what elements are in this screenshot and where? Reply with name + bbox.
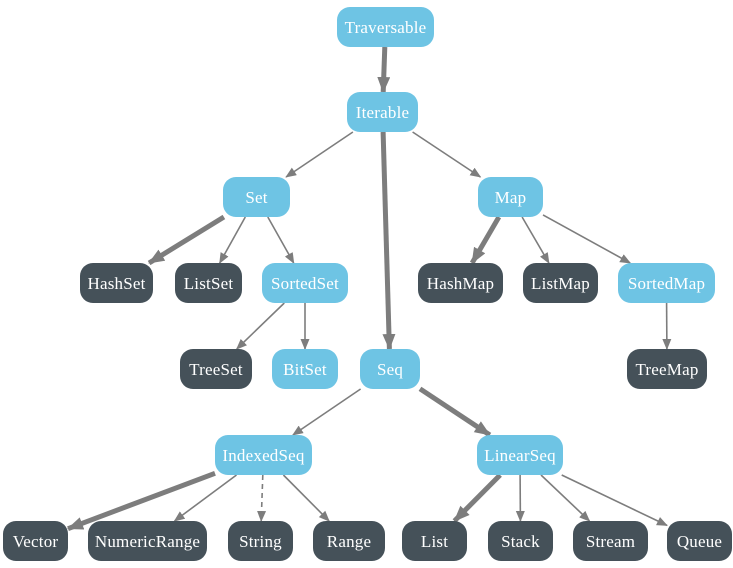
edge-iterable-map xyxy=(412,131,482,178)
edge-indexedseq-range xyxy=(282,474,330,522)
node-numericrange: NumericRange xyxy=(88,521,207,561)
node-set: Set xyxy=(223,177,290,217)
node-sortedmap: SortedMap xyxy=(618,263,715,303)
node-list: List xyxy=(402,521,467,561)
edge-linearseq-queue xyxy=(561,474,668,527)
node-queue: Queue xyxy=(667,521,732,561)
node-string: String xyxy=(228,521,293,561)
edge-iterable-set xyxy=(285,131,354,178)
node-sortedset: SortedSet xyxy=(262,263,348,303)
node-stack: Stack xyxy=(488,521,553,561)
node-range: Range xyxy=(313,521,385,561)
edge-indexedseq-numericrange xyxy=(173,474,237,522)
node-stream: Stream xyxy=(573,521,648,561)
node-treemap: TreeMap xyxy=(627,349,707,389)
node-traversable: Traversable xyxy=(337,7,434,47)
edge-iterable-seq xyxy=(380,131,396,350)
node-listset: ListSet xyxy=(175,263,242,303)
node-bitset: BitSet xyxy=(272,349,338,389)
node-listmap: ListMap xyxy=(523,263,598,303)
edge-sortedset-treeset xyxy=(235,302,285,350)
node-map: Map xyxy=(478,177,543,217)
edge-traversable-iterable xyxy=(377,46,391,93)
edge-map-hashmap xyxy=(469,215,502,265)
node-linearseq: LinearSeq xyxy=(477,435,563,475)
edge-indexedseq-string xyxy=(257,474,267,522)
edge-map-sortedmap xyxy=(542,214,632,264)
node-seq: Seq xyxy=(360,349,420,389)
node-hashset: HashSet xyxy=(80,263,153,303)
edge-linearseq-stream xyxy=(540,474,591,522)
edge-seq-linearseq xyxy=(418,386,492,438)
node-treeset: TreeSet xyxy=(180,349,252,389)
edge-set-listset xyxy=(219,216,246,264)
node-vector: Vector xyxy=(3,521,68,561)
edge-set-hashset xyxy=(147,214,226,266)
edge-set-sortedset xyxy=(267,216,295,264)
node-iterable: Iterable xyxy=(347,92,418,132)
edge-indexedseq-vector xyxy=(67,470,216,532)
edge-seq-indexedseq xyxy=(292,388,362,436)
edge-linearseq-list xyxy=(452,473,502,523)
node-hashmap: HashMap xyxy=(418,263,503,303)
node-indexedseq: IndexedSeq xyxy=(215,435,312,475)
edge-map-listmap xyxy=(521,216,550,264)
